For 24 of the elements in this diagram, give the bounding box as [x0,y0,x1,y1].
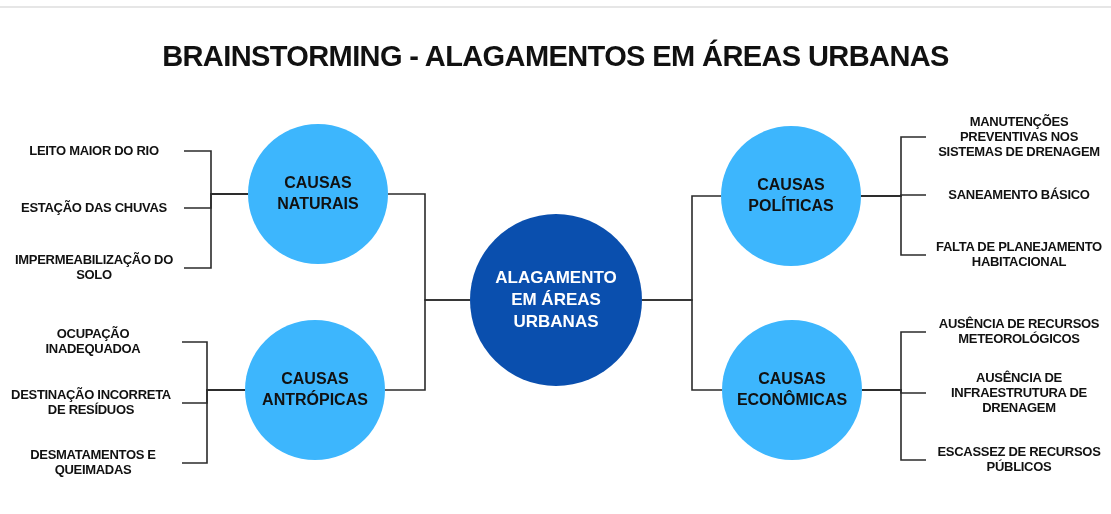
cause-label: IMPERMEABILIZAÇÃO DO SOLO [8,253,180,283]
title: BRAINSTORMING - ALAGAMENTOS EM ÁREAS URBANAS [161,40,950,73]
cause-label: FALTA DE PLANEJAMENTO HABITACIONAL [930,240,1108,270]
topic-label: CAUSAS ANTRÓPICAS [261,369,369,410]
cause-label: OCUPAÇÃO INADEQUADOA [8,327,178,357]
topic-label: CAUSAS POLÍTICAS [747,175,835,216]
cause-label: AUSÊNCIA DE RECURSOS METEOROLÓGICOS [930,317,1108,347]
cause-label: MANUTENÇÕES PREVENTIVAS NOS SISTEMAS DE DRENAGEM [930,114,1108,160]
connector-line [183,193,249,269]
connector-line [861,389,927,461]
connector-line [181,389,246,464]
cause-label: ESTAÇÃO DAS CHUVAS [8,200,180,216]
topic-label: CAUSAS ECONÔMICAS [735,369,849,410]
cause-label: AUSÊNCIA DE INFRAESTRUTURA DE DRENAGEM [930,370,1108,416]
connector-line [641,299,723,391]
cause-label: DESTINAÇÃO INCORRETA DE RESÍDUOS [4,388,178,418]
connector-line [384,299,471,391]
cause-label: ESCASSEZ DE RECURSOS PÚBLICOS [930,445,1108,475]
topic-label: CAUSAS NATURAIS [276,173,360,214]
cause-label: SANEAMENTO BÁSICO [930,187,1108,203]
cause-label: DESMATAMENTOS E QUEIMADAS [8,448,178,478]
connector-line [860,195,927,256]
topic-label: ALAGAMENTO EM ÁREAS URBANAS [494,266,618,334]
cause-label: LEITO MAIOR DO RIO [8,143,180,159]
